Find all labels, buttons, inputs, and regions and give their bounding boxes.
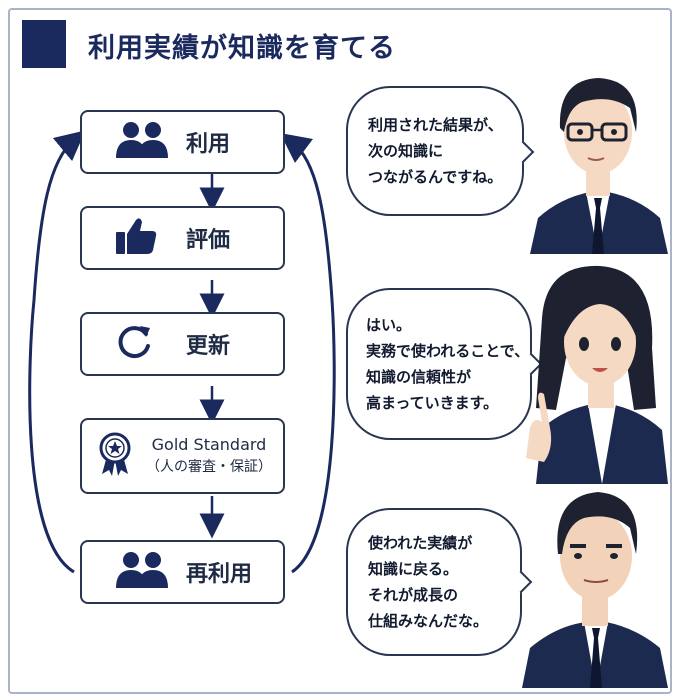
man-with-glasses-illustration bbox=[530, 78, 668, 254]
speech-line: 実務で使われることで、 bbox=[366, 342, 530, 360]
speech-line: 高まっていきます。 bbox=[366, 394, 499, 412]
step-label: Gold Standard （人の審査・保証） bbox=[140, 434, 278, 478]
people-icon bbox=[114, 120, 170, 164]
page-title: 利用実績が知識を育てる bbox=[88, 33, 396, 64]
people-icon bbox=[114, 550, 170, 594]
title-accent-block bbox=[22, 20, 66, 68]
speech-line: 利用された結果が、 bbox=[368, 116, 503, 134]
speech-line: 知識の信頼性が bbox=[366, 368, 472, 386]
right-loop-arrow bbox=[280, 132, 336, 574]
older-man-illustration bbox=[522, 492, 668, 688]
speech-line: それが成長の bbox=[368, 586, 459, 604]
award-ribbon-icon bbox=[98, 432, 132, 480]
gold-standard-subtitle: （人の審査・保証） bbox=[146, 459, 272, 475]
step-update: 更新 bbox=[80, 312, 285, 376]
step-label: 更新 bbox=[186, 334, 231, 359]
speech-line: はい。 bbox=[366, 316, 412, 334]
left-loop-arrow bbox=[28, 130, 86, 574]
refresh-icon bbox=[114, 322, 154, 366]
speech-bubble-3: 使われた実績が 知識に戻る。 それが成長の 仕組みなんだな。 bbox=[346, 508, 533, 656]
step-use: 利用 bbox=[80, 110, 285, 174]
step-evaluate: 評価 bbox=[80, 206, 285, 270]
step-label: 評価 bbox=[186, 228, 231, 253]
speech-bubble-1: 利用された結果が、 次の知識に つながるんですね。 bbox=[346, 86, 535, 216]
step-label: 利用 bbox=[186, 132, 231, 157]
thumbs-up-icon bbox=[114, 216, 158, 260]
speech-line: 知識に戻る。 bbox=[368, 560, 459, 578]
speech-line: つながるんですね。 bbox=[368, 168, 503, 186]
gold-standard-title: Gold Standard bbox=[151, 435, 267, 454]
speech-line: 使われた実績が bbox=[368, 534, 473, 552]
speech-line: 次の知識に bbox=[368, 142, 444, 160]
step-label: 再利用 bbox=[186, 562, 253, 587]
speech-line: 仕組みなんだな。 bbox=[368, 612, 489, 630]
step-gold-standard: Gold Standard （人の審査・保証） bbox=[80, 418, 285, 494]
speech-bubble-2: はい。 実務で使われることで、 知識の信頼性が 高まっていきます。 bbox=[346, 288, 543, 440]
woman-illustration bbox=[526, 265, 668, 484]
step-reuse: 再利用 bbox=[80, 540, 285, 604]
